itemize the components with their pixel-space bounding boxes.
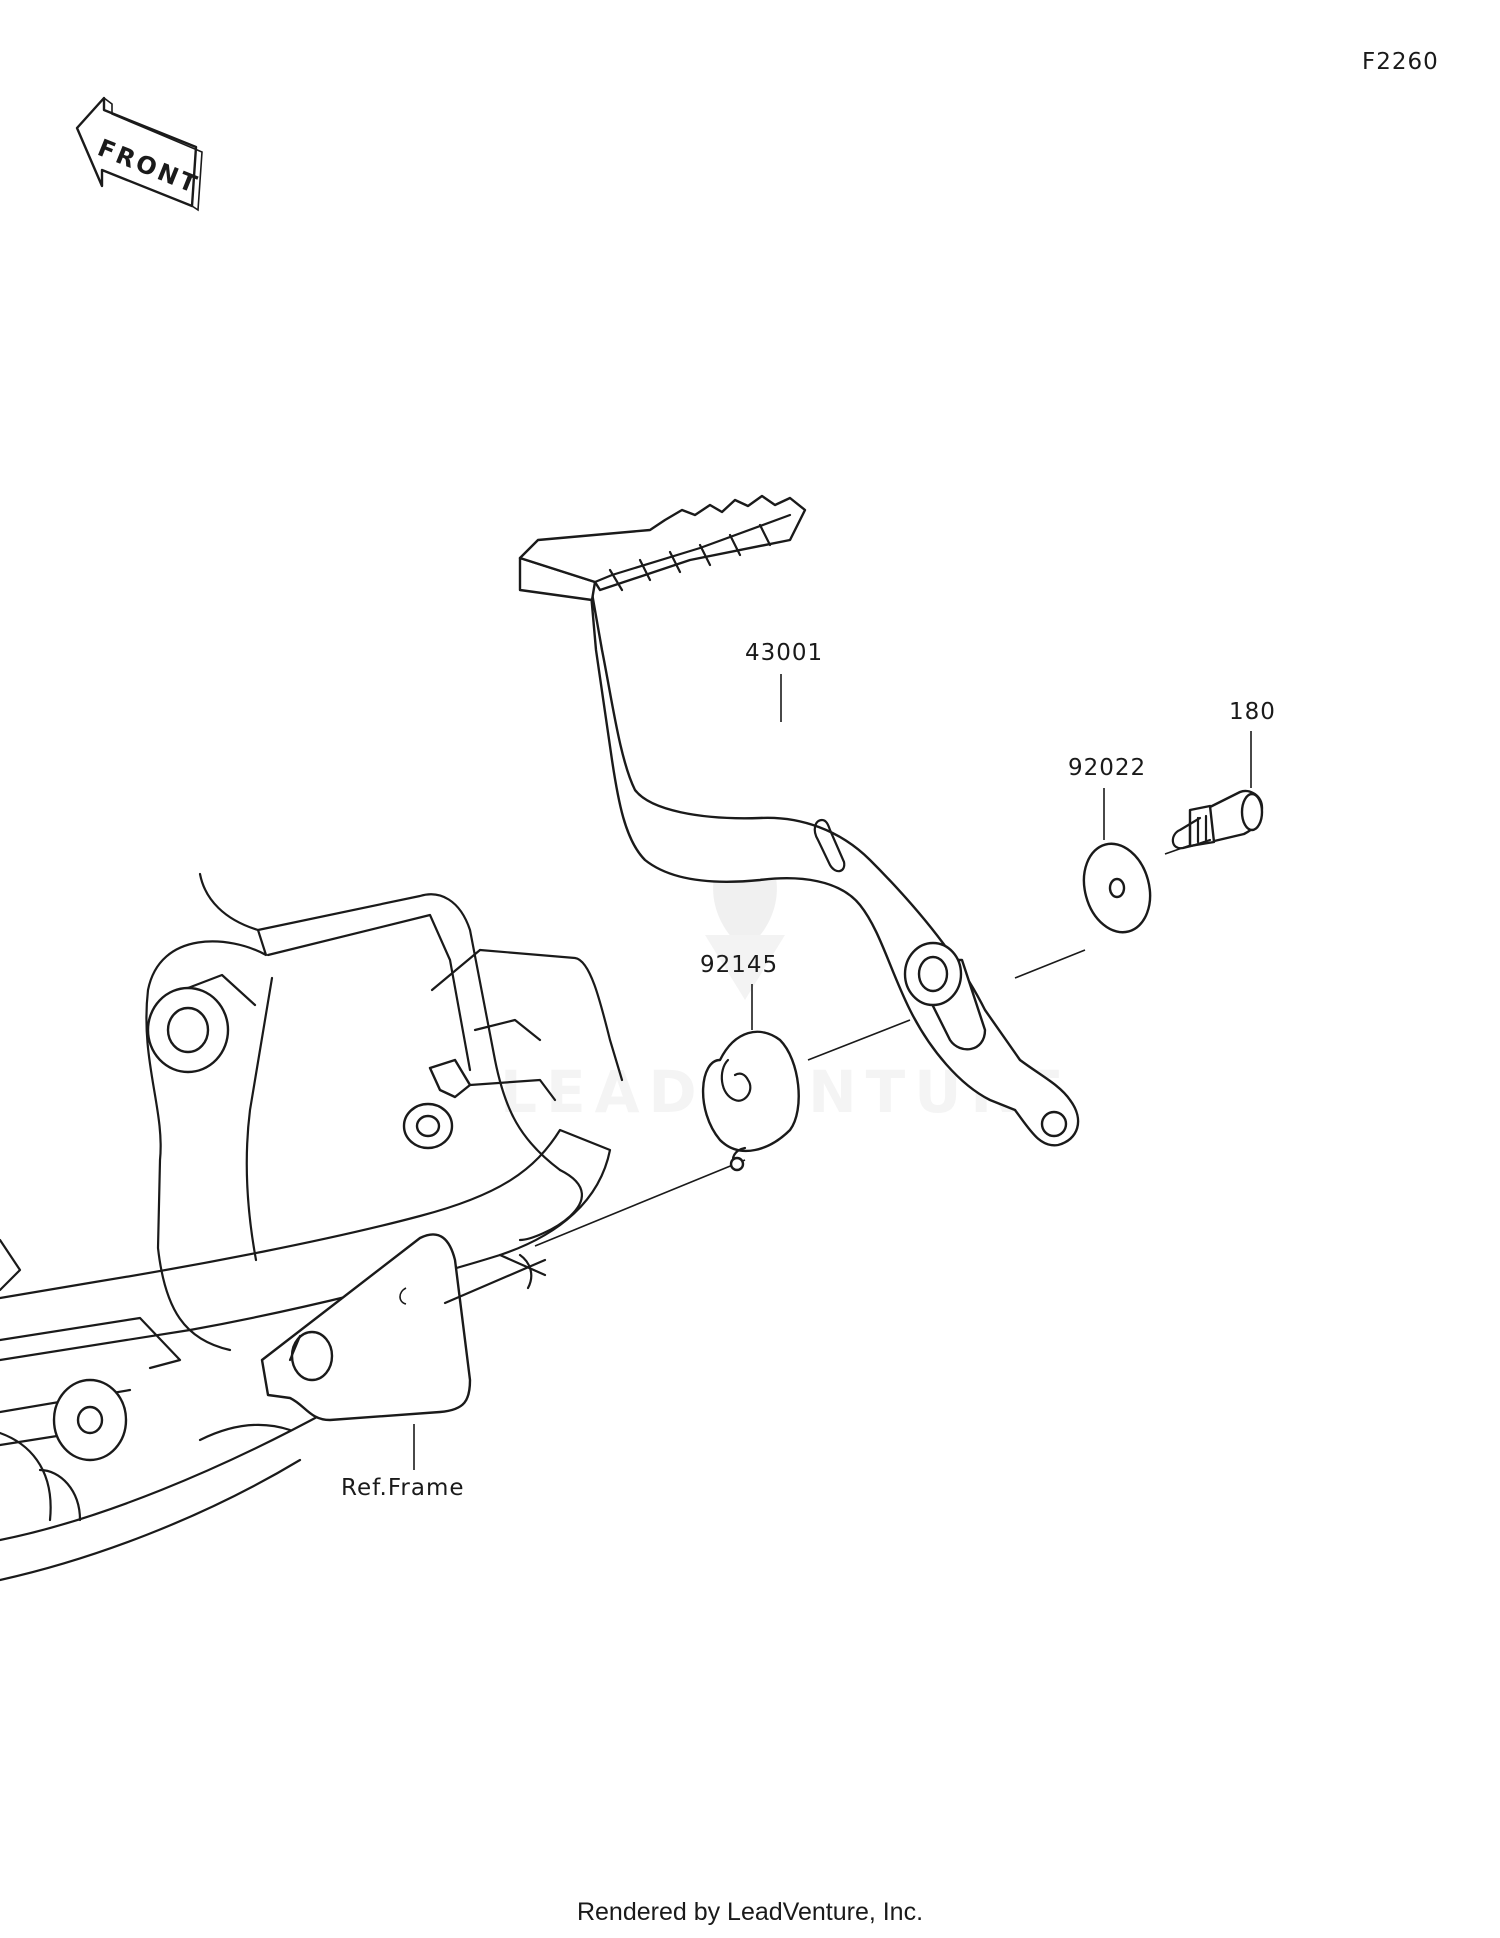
callout-ref-frame: Ref.Frame xyxy=(341,1475,465,1501)
assembly-axis-line xyxy=(534,839,1206,1247)
frame-reference xyxy=(0,872,624,1582)
callout-180: 180 xyxy=(1229,699,1276,725)
callout-leaders xyxy=(413,674,1252,1470)
callout-92022: 92022 xyxy=(1068,755,1146,781)
callout-92145: 92145 xyxy=(700,952,778,978)
return-spring xyxy=(701,1030,800,1172)
callout-43001: 43001 xyxy=(745,640,823,666)
brake-pedal xyxy=(518,494,1080,1147)
diagram-code: F2260 xyxy=(1362,49,1439,75)
washer xyxy=(1082,842,1152,934)
bolt xyxy=(1171,789,1264,850)
front-arrow-icon: FRONT xyxy=(75,96,203,212)
footer-credit: Rendered by LeadVenture, Inc. xyxy=(576,1898,924,1926)
